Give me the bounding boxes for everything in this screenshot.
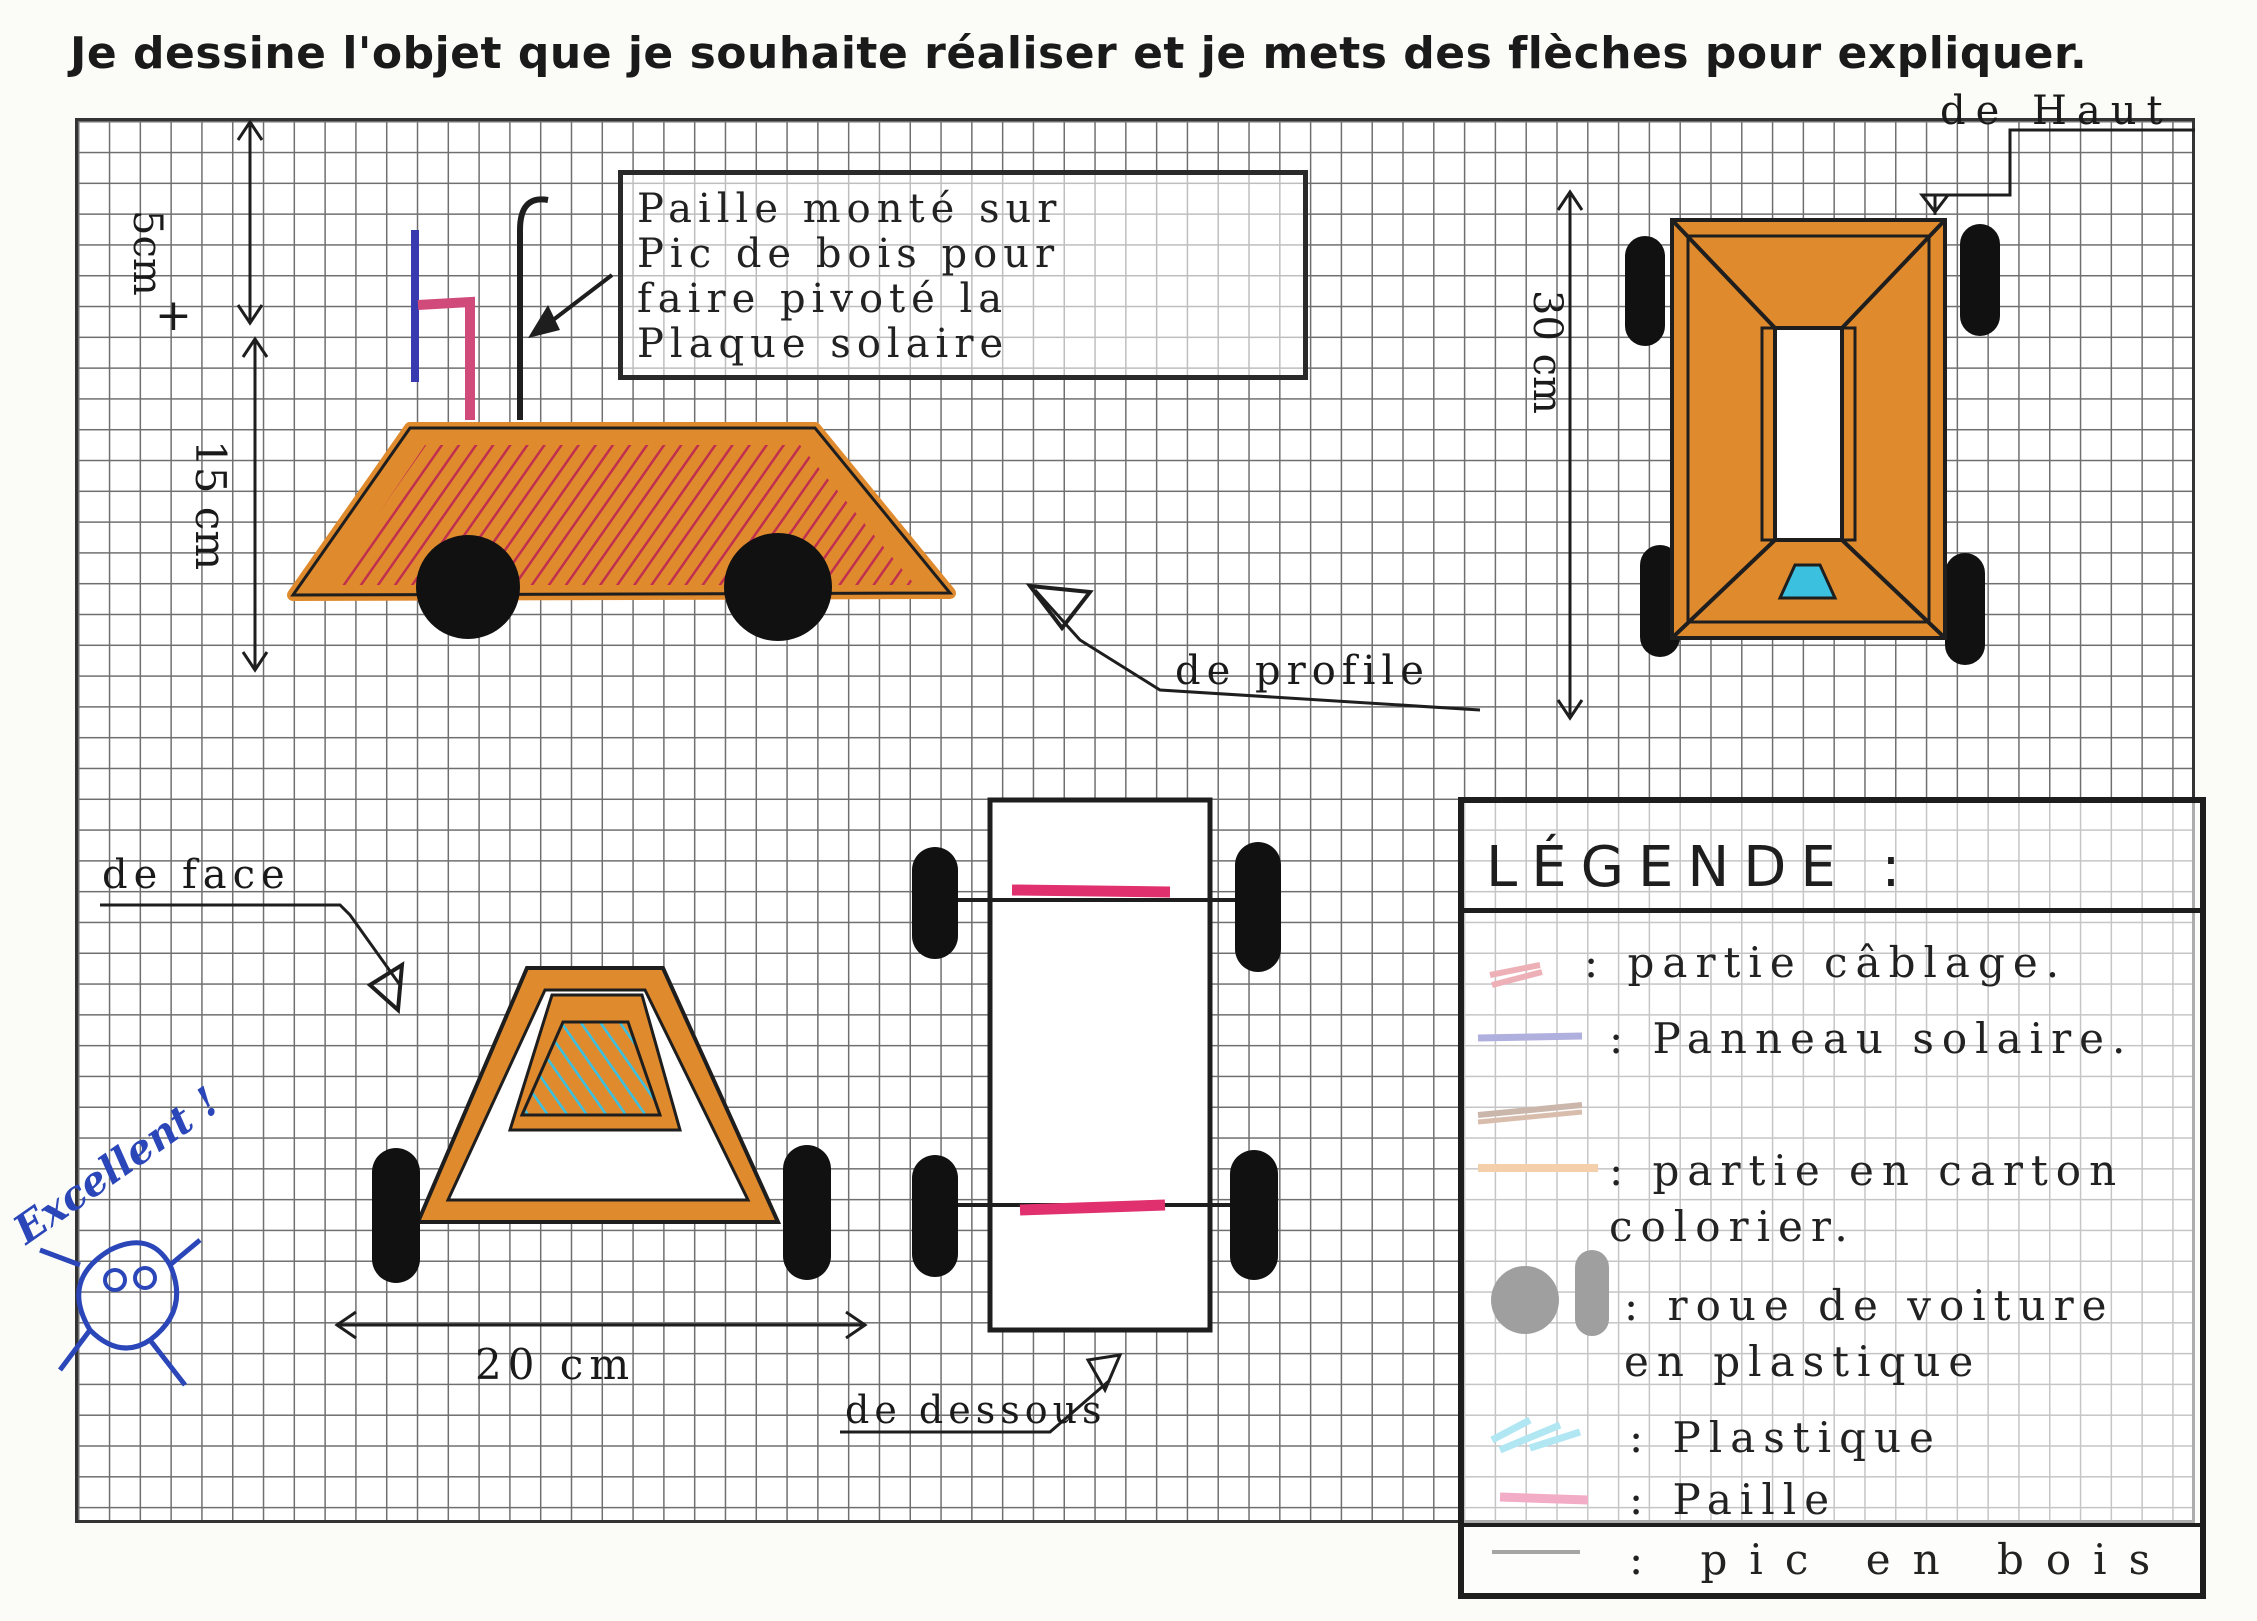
profile-wheel-front (724, 533, 832, 641)
legend-item-carton-text: partie en carton colorier. (1609, 1146, 2125, 1251)
top-center-opening (1773, 326, 1844, 542)
front-view (100, 903, 868, 1340)
page-title: Je dessine l'objet que je souhaite réali… (70, 28, 2088, 79)
legend-divider (1464, 1523, 2200, 1527)
legend-item-wiring-text: partie câblage. (1627, 938, 2068, 987)
bottom-wheel-2 (1235, 842, 1281, 972)
note-line-4: Plaque solaire (637, 321, 1010, 367)
view-label-top: de Haut (1940, 88, 2173, 134)
legend-item-carton: : partie en carton colorier. (1609, 1146, 2125, 1251)
view-label-front: de face (102, 852, 291, 898)
legend-item-pick-text: pic en bois (1700, 1535, 2173, 1584)
dimension-label-30cm: 30 cm (1524, 290, 1570, 414)
profile-wheel-rear (416, 535, 520, 639)
profile-straw (417, 296, 475, 420)
top-label-arrow (1933, 128, 2195, 215)
legend-box: LÉGENDE : : partie câblage. : Panneau so… (1458, 797, 2206, 1599)
dimension-label-plus: + (155, 290, 192, 341)
top-wheel-4 (1945, 553, 1985, 665)
legend-item-straw: : Paille (1629, 1475, 1838, 1524)
legend-item-pick: : pic en bois (1629, 1535, 2173, 1584)
legend-item-wheel-text: roue de voiture en plastique (1624, 1281, 2115, 1386)
top-plastic-window (1777, 563, 1838, 600)
legend-header: LÉGENDE : (1464, 803, 2200, 913)
bottom-wheel-1 (912, 847, 958, 959)
note-line-2: Pic de bois pour (637, 231, 1061, 277)
dimension-label-5cm: 5cm (124, 210, 170, 296)
profile-view (236, 119, 1481, 712)
legend-item-plastic-text: Plastique (1672, 1413, 1942, 1462)
legend-item-wheel: : roue de voiture en plastique (1624, 1281, 2115, 1386)
legend-item-panel-text: Panneau solaire. (1652, 1014, 2134, 1063)
note-line-1: Paille monté sur (637, 186, 1063, 232)
dimension-label-15cm: 15 cm (186, 440, 235, 571)
front-wheel-right (783, 1145, 831, 1280)
note-box: Paille monté sur Pic de bois pour faire … (618, 170, 1308, 380)
legend-item-plastic: : Plastique (1629, 1413, 1942, 1462)
legend-item-straw-text: Paille (1672, 1475, 1838, 1524)
legend-item-panel: : Panneau solaire. (1609, 1014, 2134, 1063)
top-wheel-1 (1625, 236, 1665, 346)
view-label-profile: de profile (1175, 648, 1430, 694)
legend-item-wiring: : partie câblage. (1584, 938, 2068, 987)
profile-label-arrow (1033, 588, 1481, 712)
view-label-below: de dessous (845, 1388, 1107, 1432)
top-view (1556, 128, 2195, 721)
bottom-straw-rear (1019, 1199, 1166, 1216)
front-label-arrow (100, 903, 402, 986)
front-wheel-left (372, 1148, 420, 1283)
profile-wood-pick (517, 196, 549, 420)
bottom-wheel-4 (1230, 1150, 1278, 1280)
bottom-view (840, 797, 1281, 1434)
bottom-label-arrow (840, 1378, 1111, 1434)
front-plastic-window (519, 1020, 663, 1117)
top-wheel-2 (1960, 224, 2000, 336)
dimension-label-20cm: 20 cm (475, 1340, 636, 1389)
note-line-3: faire pivoté la (637, 276, 1009, 322)
note-arrowhead (528, 305, 560, 338)
bottom-car-frame (987, 797, 1213, 1333)
legend-title: LÉGENDE : (1486, 835, 1915, 900)
stamp (39, 1238, 202, 1387)
bottom-straw-front (1011, 884, 1171, 898)
bottom-wheel-3 (912, 1155, 958, 1277)
